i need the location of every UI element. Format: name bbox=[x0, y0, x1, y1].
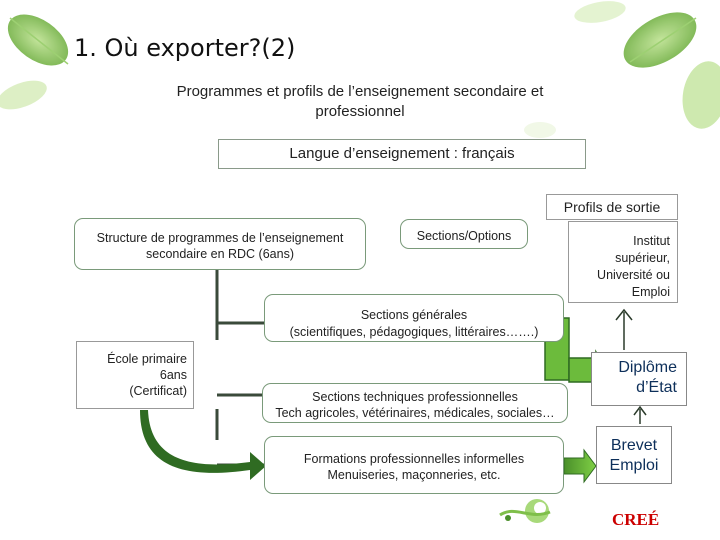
sections-generales-title: Sections générales bbox=[360, 308, 468, 322]
sections-techniques-title: Sections techniques professionnelles bbox=[312, 390, 518, 404]
structure-box: Structure de programmes de l’enseignemen… bbox=[74, 218, 366, 270]
brevet-line: Brevet bbox=[610, 437, 658, 454]
diplome-line: Diplôme bbox=[618, 359, 677, 376]
sections-generales-box: Sections générales (scientifiques, pédag… bbox=[264, 294, 564, 342]
ecole-primaire-box: École primaire 6ans (Certificat) bbox=[76, 341, 194, 409]
diplome-box: Diplôme d’État bbox=[591, 352, 687, 406]
brevet-arrow bbox=[563, 448, 597, 484]
ecole-line: École primaire bbox=[107, 352, 187, 366]
page-subtitle: Programmes et profils de l’enseignement … bbox=[176, 83, 544, 120]
primary-school-arrow bbox=[140, 410, 266, 480]
diplome-line: d’État bbox=[636, 379, 677, 396]
sections-generales-detail: (scientifiques, pédagogiques, littéraire… bbox=[289, 325, 539, 339]
ecole-line: (Certificat) bbox=[129, 384, 187, 398]
formations-title: Formations professionnelles informelles bbox=[303, 452, 525, 466]
brevet-line: Emploi bbox=[609, 457, 659, 474]
ecole-line: 6ans bbox=[159, 368, 187, 382]
brevet-box: Brevet Emploi bbox=[596, 426, 672, 484]
sections-options-box: Sections/Options bbox=[400, 219, 528, 249]
institut-box: Institut supérieur, Université ou Emploi bbox=[568, 221, 678, 303]
up-arrow-small bbox=[633, 405, 647, 424]
sections-techniques-detail: Tech agricoles, vétérinaires, médicales,… bbox=[275, 406, 555, 420]
institut-line: Institut bbox=[633, 234, 670, 248]
institut-line: supérieur, bbox=[615, 251, 670, 265]
language-box: Langue d’enseignement : français bbox=[218, 139, 586, 169]
sections-techniques-box: Sections techniques professionnelles Tec… bbox=[262, 383, 568, 423]
institut-line: Université ou bbox=[597, 268, 670, 282]
profils-sortie-label: Profils de sortie bbox=[546, 194, 678, 220]
leaf-decoration-right bbox=[524, 1, 720, 138]
formations-detail: Menuiseries, maçonneries, etc. bbox=[327, 468, 501, 482]
page-title: 1. Où exporter?(2) bbox=[74, 34, 296, 62]
leaf-decoration-left bbox=[0, 14, 69, 110]
connector-lines bbox=[215, 270, 266, 467]
cree-logo-text: CREÉ bbox=[612, 510, 660, 529]
up-arrow-double bbox=[615, 308, 633, 350]
institut-line: Emploi bbox=[631, 285, 670, 299]
formations-box: Formations professionnelles informelles … bbox=[264, 436, 564, 494]
logo-swirl bbox=[499, 499, 551, 523]
